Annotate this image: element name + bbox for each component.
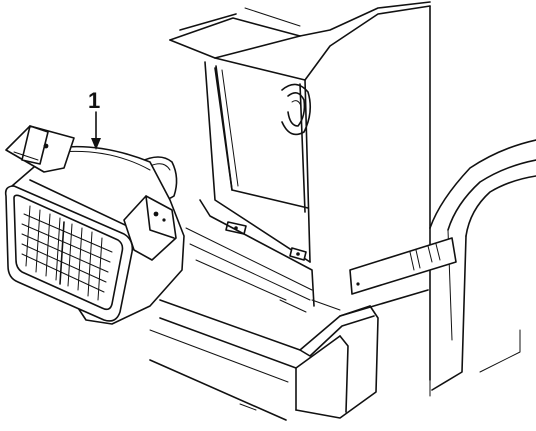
side-marker-lamp xyxy=(349,237,457,295)
callout-number: 1 xyxy=(88,88,100,113)
headlamp-assembly xyxy=(4,125,185,325)
vehicle-body xyxy=(149,1,536,421)
callout-1: 1 xyxy=(88,88,101,150)
callout-arrowhead xyxy=(91,138,101,150)
lens-grid xyxy=(21,205,113,301)
